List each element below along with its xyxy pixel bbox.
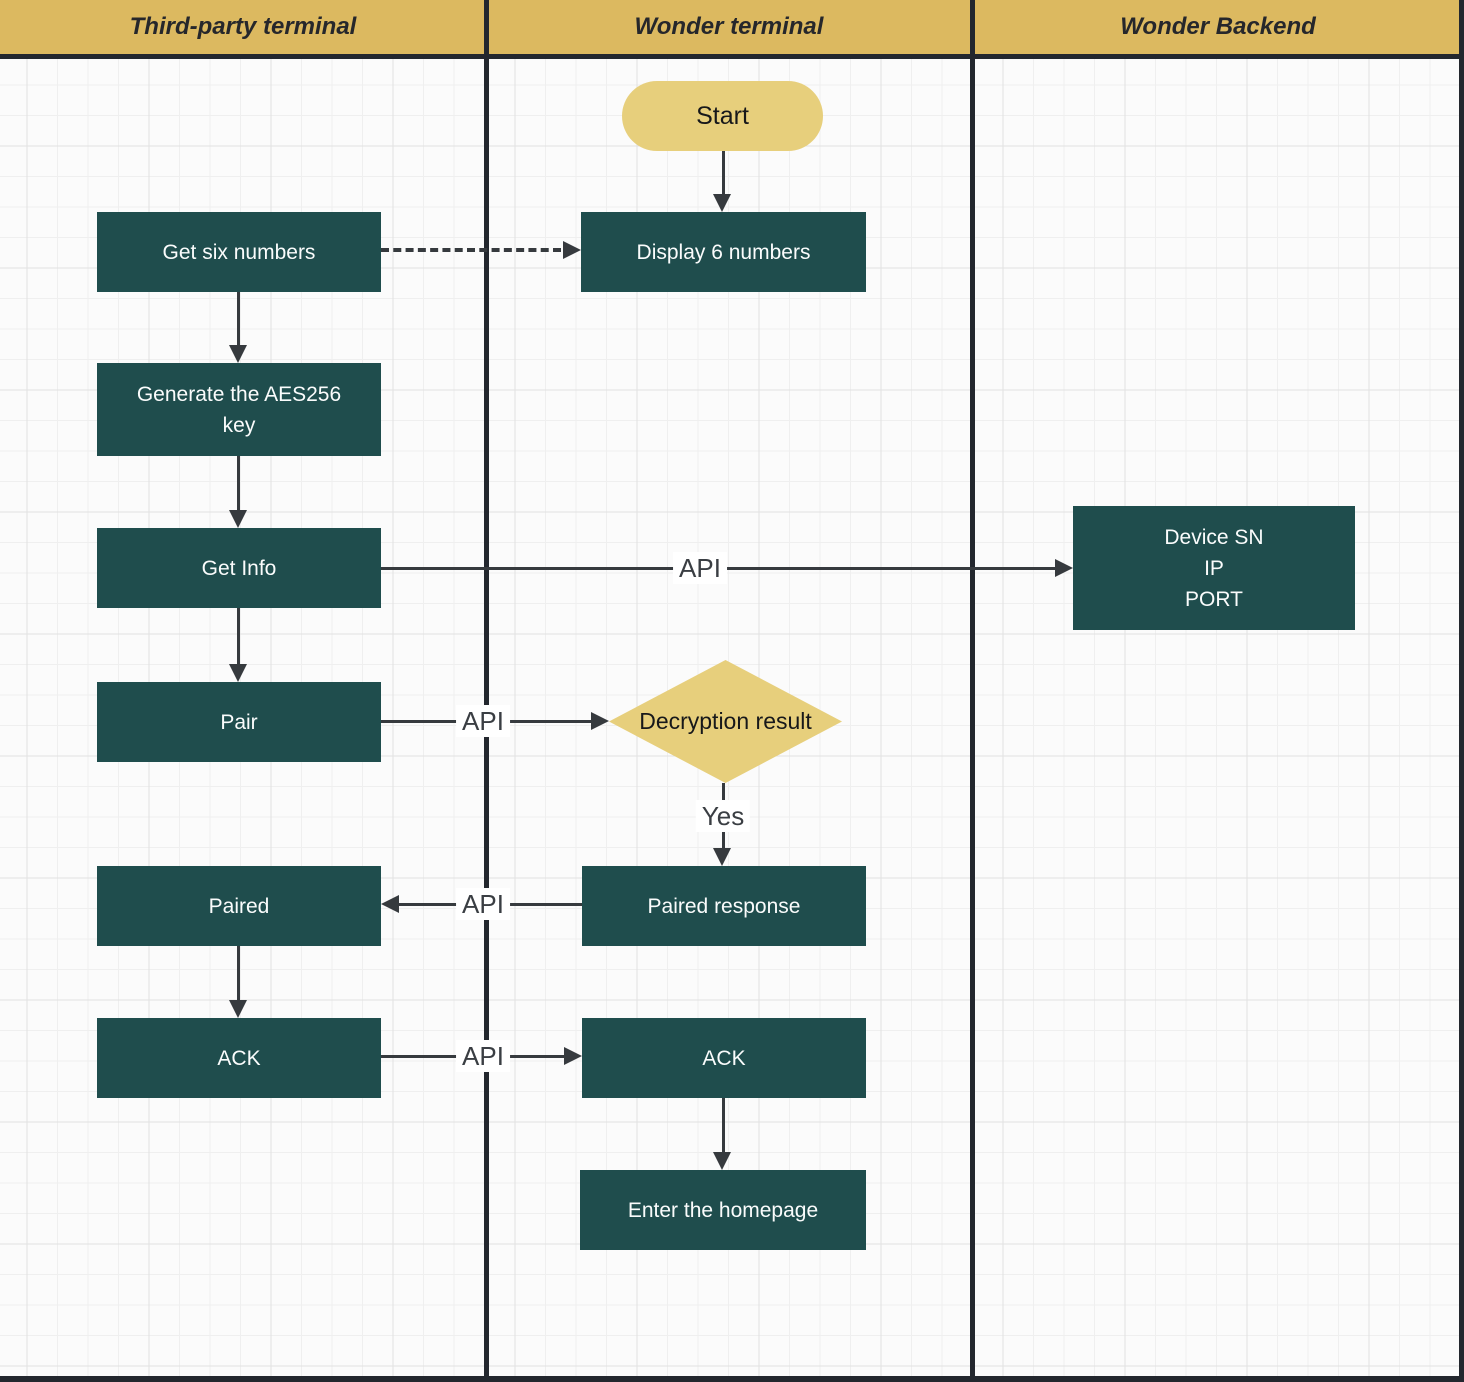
arrow-generate-to-getinfo (237, 456, 240, 511)
arrowhead-generate-to-getinfo (229, 510, 247, 528)
frame-bottom-border (0, 1376, 1464, 1382)
node-enter-the-homepage[interactable]: Enter the homepage (580, 1170, 866, 1250)
lane-header-wonder-terminal[interactable]: Wonder terminal (634, 13, 824, 40)
arrowhead-getinfo-to-device (1055, 559, 1073, 577)
lane-divider-1 (484, 0, 489, 1382)
node-paired[interactable]: Paired (97, 866, 381, 946)
arrowhead-ack-to-homepage (713, 1152, 731, 1170)
arrow-getsix-to-display-dashed (381, 248, 561, 252)
arrowhead-paired-to-ack (229, 1000, 247, 1018)
arrowhead-pairedresponse-to-paired (381, 895, 399, 913)
frame-right-border (1459, 0, 1464, 1382)
node-get-info[interactable]: Get Info (97, 528, 381, 608)
edge-label-pair-api: API (456, 705, 510, 737)
arrow-paired-to-ack (237, 946, 240, 1001)
lane-header-third-party-terminal[interactable]: Third-party terminal (129, 13, 357, 40)
edge-label-yes: Yes (695, 800, 751, 832)
node-device-sn-ip-port[interactable]: Device SN IP PORT (1073, 506, 1355, 630)
lane-header-band (0, 0, 1464, 54)
arrowhead-ack-to-ack (564, 1047, 582, 1065)
arrowhead-pair-to-decision (591, 712, 609, 730)
node-start[interactable]: Start (622, 81, 823, 151)
node-ack-wonder[interactable]: ACK (582, 1018, 866, 1098)
arrow-getinfo-to-pair (237, 608, 240, 665)
lane-header-wonder-backend[interactable]: Wonder Backend (1120, 13, 1316, 40)
header-bottom-border (0, 54, 1464, 59)
node-ack-third-party[interactable]: ACK (97, 1018, 381, 1098)
node-paired-response[interactable]: Paired response (582, 866, 866, 946)
node-generate-aes256-key[interactable]: Generate the AES256 key (97, 363, 381, 456)
lane-divider-2 (970, 0, 975, 1382)
arrowhead-start-to-display (713, 194, 731, 212)
arrowhead-getsix-to-generate (229, 345, 247, 363)
arrow-ack-to-homepage (721, 1098, 725, 1153)
arrowhead-getsix-to-display (563, 241, 581, 259)
edge-label-ack-api: API (456, 1040, 510, 1072)
arrow-start-to-display (721, 151, 725, 195)
arrow-getsix-to-generate (237, 292, 240, 346)
edge-label-getinfo-api: API (673, 552, 727, 584)
node-decryption-result-decision[interactable]: Decryption result (609, 660, 842, 783)
node-pair[interactable]: Pair (97, 682, 381, 762)
arrowhead-decision-to-pairedresponse (713, 848, 731, 866)
node-display-6-numbers[interactable]: Display 6 numbers (581, 212, 866, 292)
arrowhead-getinfo-to-pair (229, 664, 247, 682)
node-get-six-numbers[interactable]: Get six numbers (97, 212, 381, 292)
edge-label-paired-api: API (456, 888, 510, 920)
